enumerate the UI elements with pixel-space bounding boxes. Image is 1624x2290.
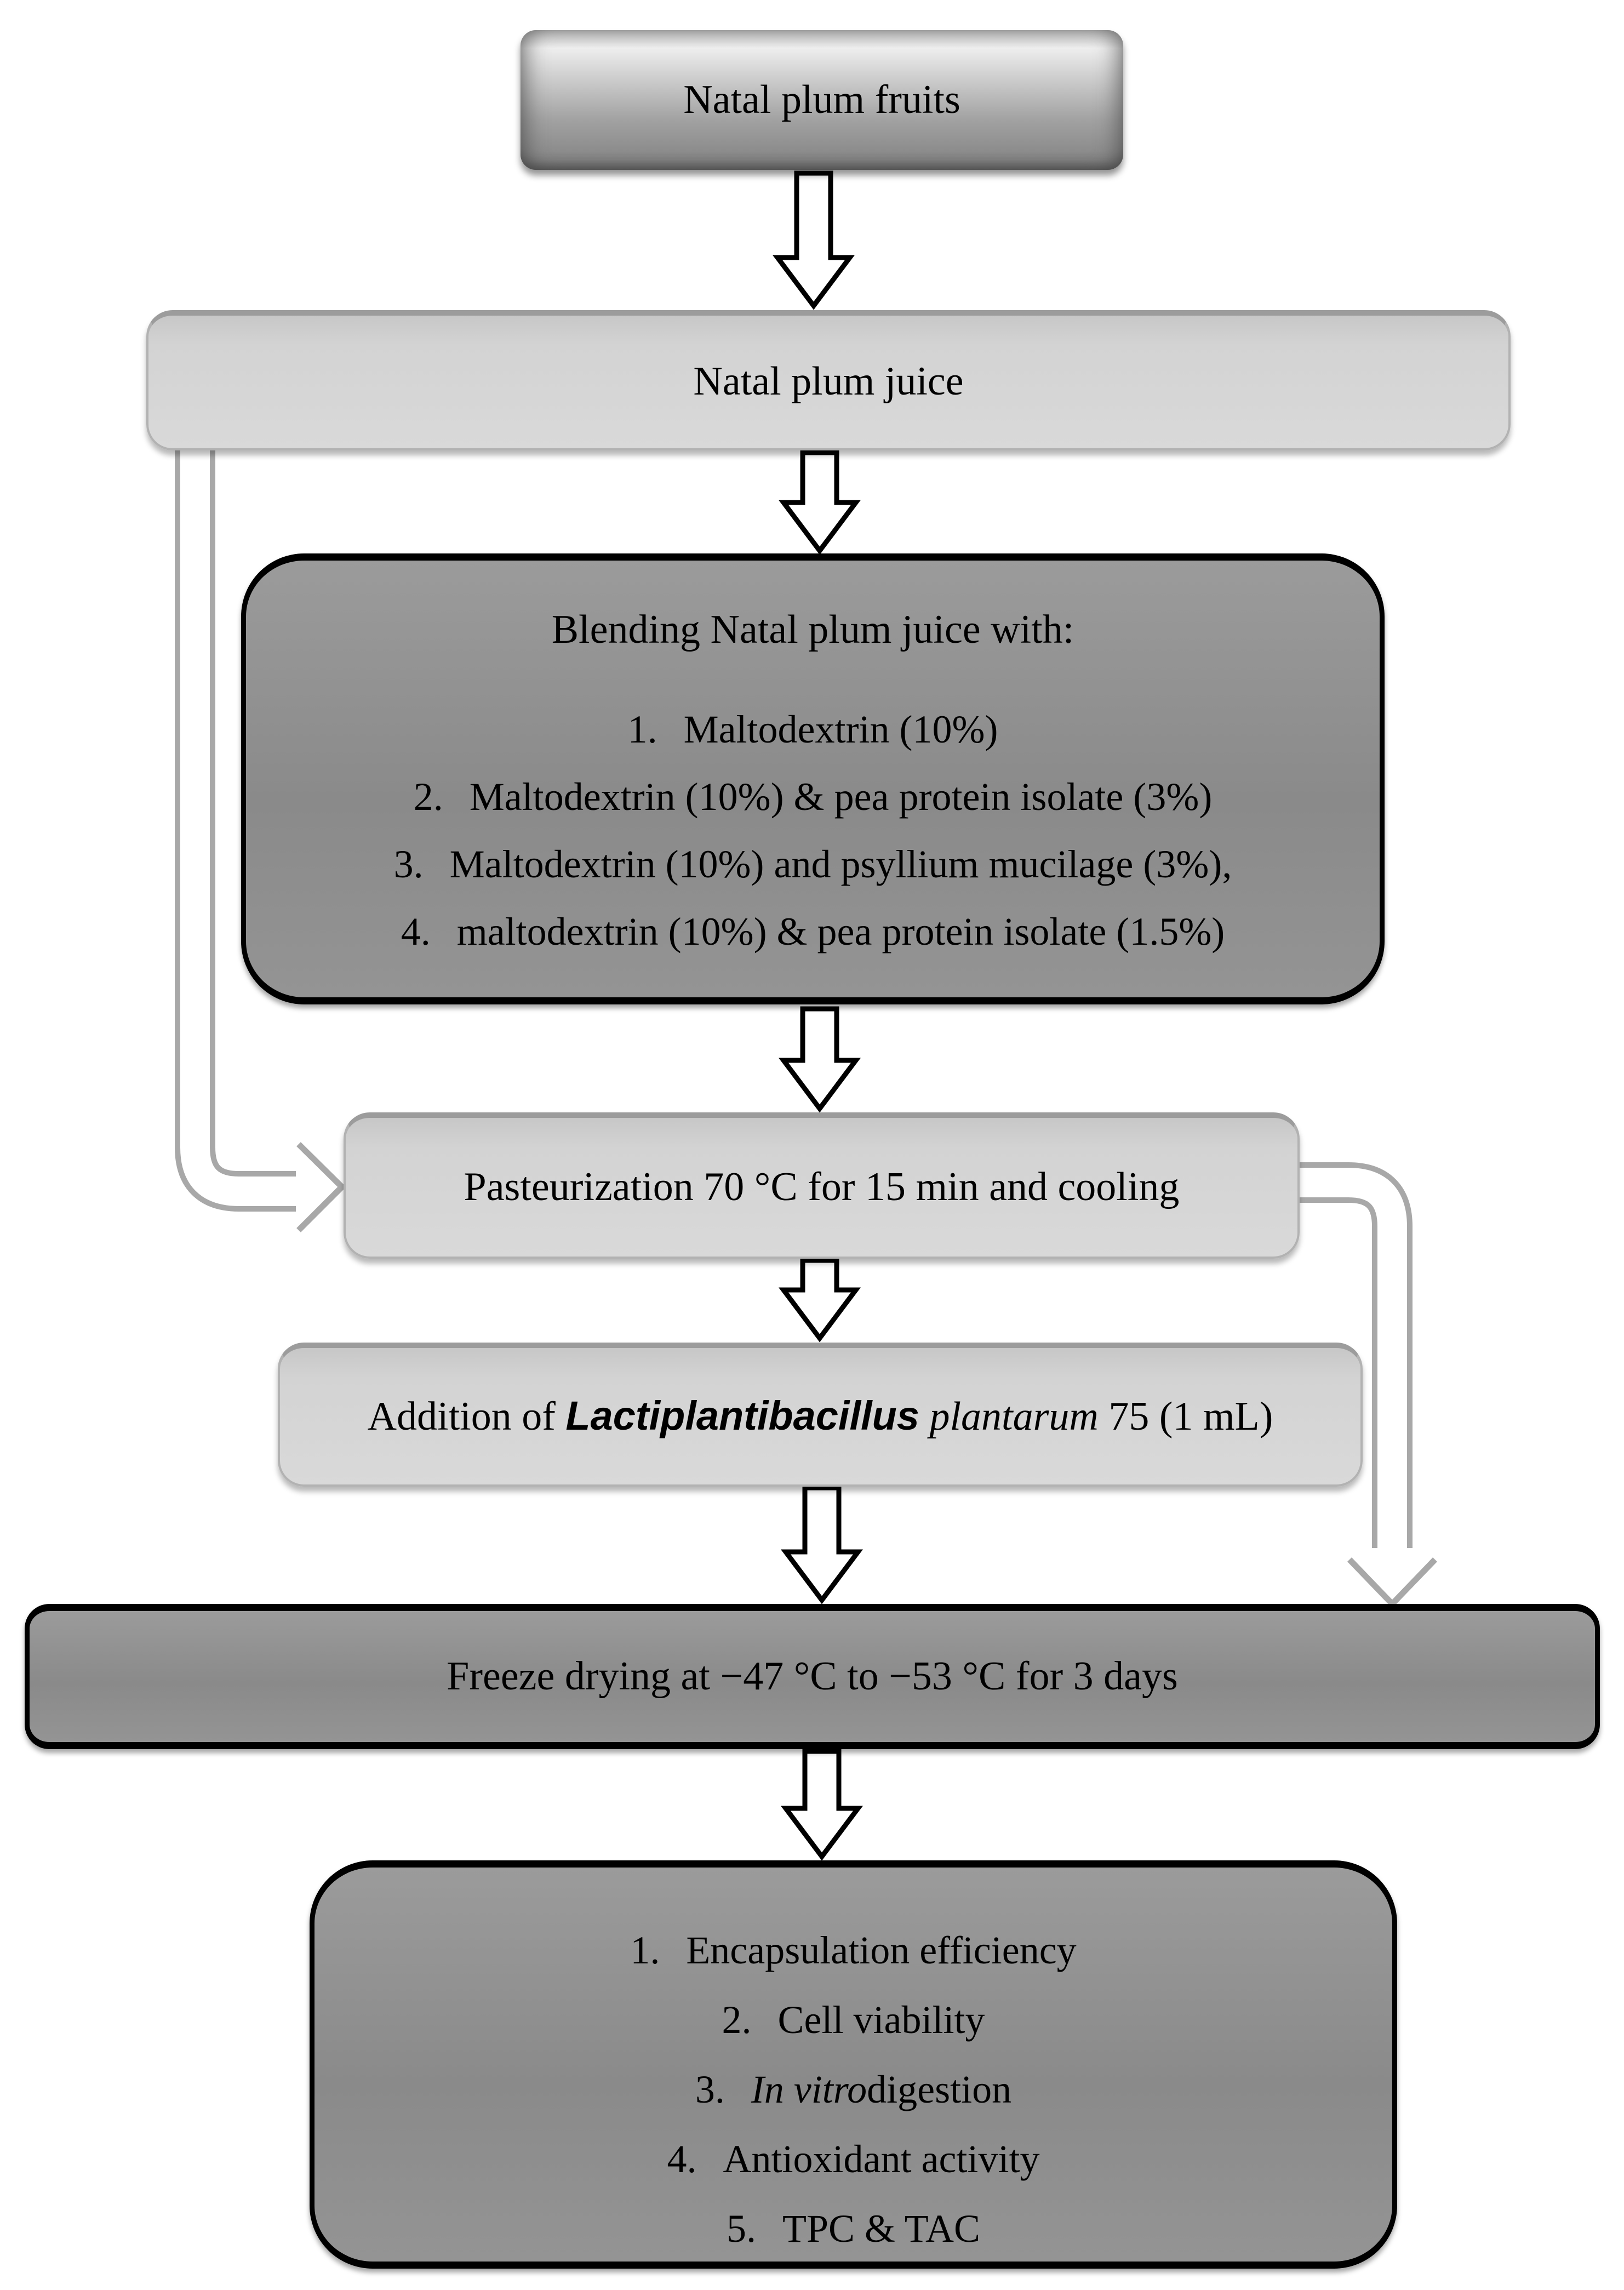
species-name: plantarum bbox=[919, 1394, 1099, 1439]
list-item: 2. Cell viability bbox=[314, 1985, 1392, 2055]
list-text: Antioxidant activity bbox=[723, 2137, 1040, 2182]
list-text: Encapsulation efficiency bbox=[686, 1928, 1077, 1973]
blending-list: 1. Maltodextrin (10%) 2. Maltodextrin (1… bbox=[246, 696, 1380, 966]
list-number: 1. bbox=[630, 1928, 660, 1973]
node-freeze-drying: Freeze drying at −47 °C to −53 °C for 3 … bbox=[25, 1604, 1600, 1749]
juice-to-pasteurization-connector-inner bbox=[180, 442, 305, 1206]
node-label: Natal plum juice bbox=[693, 359, 964, 404]
analyses-list: 1. Encapsulation efficiency 2. Cell viab… bbox=[314, 1868, 1392, 2264]
list-number: 2. bbox=[413, 775, 443, 819]
node-label: Pasteurization 70 °C for 15 min and cool… bbox=[464, 1164, 1180, 1209]
addition-suffix: 75 (1 mL) bbox=[1098, 1394, 1273, 1439]
list-number: 5. bbox=[727, 2207, 756, 2251]
list-item: 3. Maltodextrin (10%) and psyllium mucil… bbox=[246, 831, 1380, 898]
list-text: digestion bbox=[867, 2068, 1012, 2112]
list-item: 3. In vitro digestion bbox=[314, 2055, 1392, 2125]
list-number: 4. bbox=[667, 2137, 697, 2182]
node-natal-plum-fruits: Natal plum fruits bbox=[521, 30, 1123, 170]
node-analyses: 1. Encapsulation efficiency 2. Cell viab… bbox=[310, 1860, 1397, 2269]
node-label: Freeze drying at −47 °C to −53 °C for 3 … bbox=[447, 1653, 1178, 1699]
node-label: Addition of Lactiplantibacillus plantaru… bbox=[368, 1392, 1273, 1440]
list-text: Maltodextrin (10%) & pea protein isolate… bbox=[469, 775, 1213, 819]
list-text: Cell viability bbox=[777, 1998, 985, 2042]
node-probiotic-addition: Addition of Lactiplantibacillus plantaru… bbox=[278, 1343, 1363, 1487]
list-text-italic: In vitro bbox=[751, 2068, 867, 2112]
genus-name: Lactiplantibacillus bbox=[565, 1392, 919, 1438]
open-arrowhead-down-icon bbox=[1347, 1557, 1437, 1608]
blending-title: Blending Natal plum juice with: bbox=[551, 607, 1074, 652]
list-item: 1. Maltodextrin (10%) bbox=[246, 696, 1380, 763]
node-natal-plum-juice: Natal plum juice bbox=[146, 310, 1511, 450]
list-item: 5. TPC & TAC bbox=[314, 2194, 1392, 2264]
list-item: 1. Encapsulation efficiency bbox=[314, 1916, 1392, 1985]
node-pasteurization: Pasteurization 70 °C for 15 min and cool… bbox=[344, 1112, 1300, 1259]
down-arrow-icon bbox=[773, 170, 855, 310]
list-number: 3. bbox=[393, 842, 424, 887]
list-text: Maltodextrin (10%) bbox=[683, 707, 998, 752]
down-arrow-icon bbox=[781, 1485, 863, 1604]
addition-prefix: Addition of bbox=[367, 1394, 566, 1439]
down-arrow-icon bbox=[781, 1749, 863, 1861]
list-item: 4. maltodextrin (10%) & pea protein isol… bbox=[246, 898, 1380, 966]
open-arrowhead-right-icon bbox=[296, 1142, 346, 1232]
list-item: 2. Maltodextrin (10%) & pea protein isol… bbox=[246, 763, 1380, 831]
list-text: TPC & TAC bbox=[782, 2207, 980, 2251]
down-arrow-icon bbox=[779, 1258, 861, 1343]
list-number: 2. bbox=[722, 1998, 752, 2042]
list-text: maltodextrin (10%) & pea protein isolate… bbox=[456, 910, 1225, 954]
list-number: 1. bbox=[627, 707, 657, 752]
node-label: Natal plum fruits bbox=[683, 77, 960, 122]
down-arrow-icon bbox=[779, 1006, 861, 1113]
list-number: 4. bbox=[401, 910, 431, 954]
list-text: Maltodextrin (10%) and psyllium mucilage… bbox=[449, 842, 1232, 887]
node-blending: Blending Natal plum juice with: 1. Malto… bbox=[241, 553, 1385, 1004]
pasteurization-to-freeze-connector-inner bbox=[1296, 1168, 1407, 1557]
list-number: 3. bbox=[695, 2068, 725, 2112]
list-item: 4. Antioxidant activity bbox=[314, 2125, 1392, 2194]
down-arrow-icon bbox=[779, 450, 861, 555]
